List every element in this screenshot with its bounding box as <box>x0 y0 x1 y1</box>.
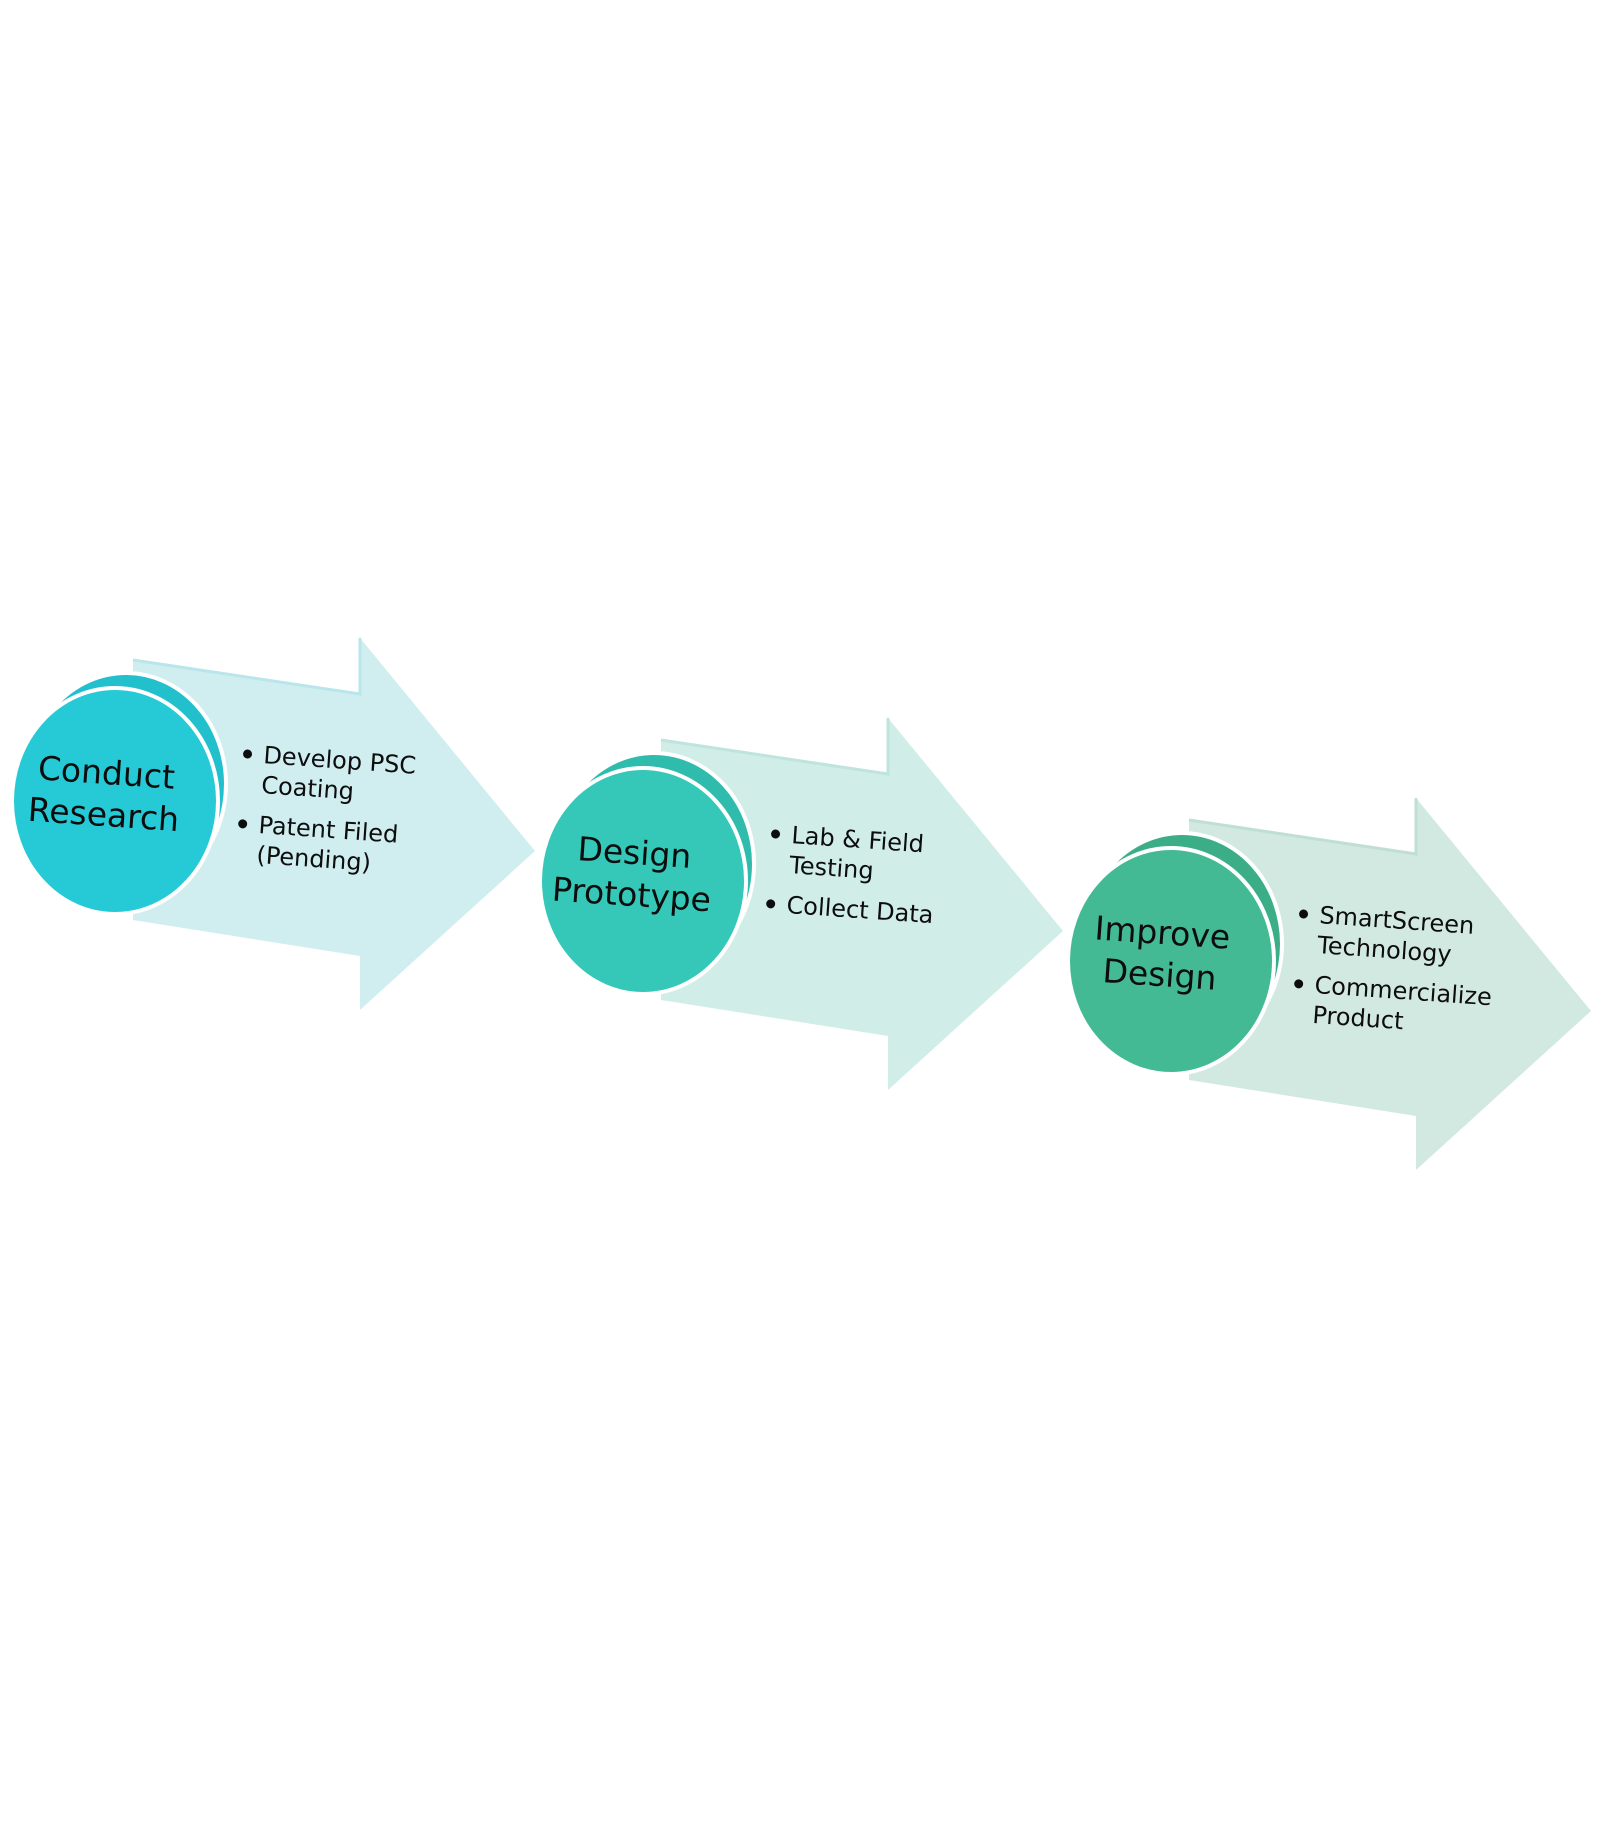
step-1-arrow <box>133 638 535 1010</box>
step-2-arrow-edge <box>660 718 890 776</box>
step-1-circle <box>10 686 220 916</box>
step-1-title-line: Conduct <box>37 748 177 796</box>
step-3: ImproveDesignSmartScreenTechnologyCommer… <box>1066 798 1591 1170</box>
bullet-dot <box>771 829 781 839</box>
bullet-line: Coating <box>260 771 354 805</box>
step-1-bullet-1: Develop PSCCoating <box>260 741 417 810</box>
step-3-title: ImproveDesign <box>1091 908 1232 998</box>
step-3-arrow-edge <box>1188 798 1418 856</box>
step-1-arrow-edge <box>132 638 362 696</box>
step-3-circle <box>1066 846 1276 1076</box>
step-2-circle <box>538 766 748 996</box>
bullet-dot <box>243 749 253 759</box>
step-2-title: DesignPrototype <box>551 828 715 920</box>
step-2-title-line: Design <box>576 829 692 876</box>
step-2-arrow <box>661 718 1063 1090</box>
step-3-title-line: Design <box>1101 951 1217 998</box>
bullet-line: Testing <box>787 851 874 885</box>
step-2-bullet-1: Lab & FieldTesting <box>787 821 924 888</box>
bullet-dot <box>238 819 248 829</box>
step-3-title-line: Improve <box>1093 908 1231 956</box>
bullet-dot <box>766 899 776 909</box>
bullet-dot <box>1299 909 1309 919</box>
bullet-dot <box>1294 979 1304 989</box>
step-3-arrow <box>1189 798 1591 1170</box>
bullet-line: Product <box>1312 1001 1405 1035</box>
